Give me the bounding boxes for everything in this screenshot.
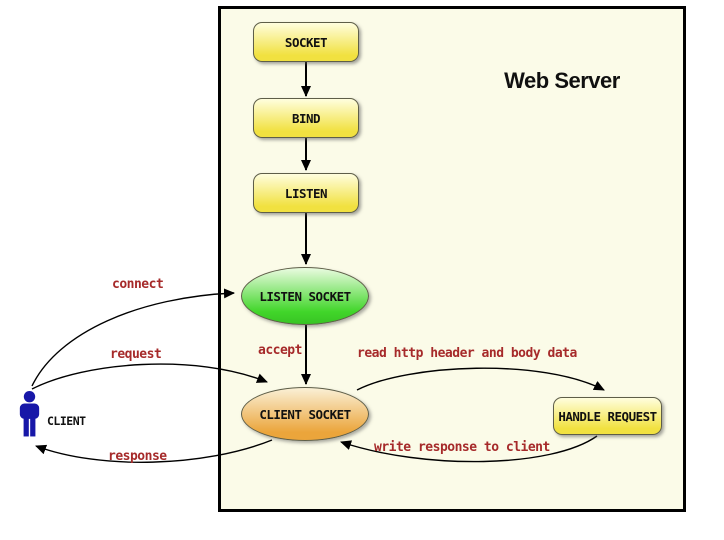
node-socket-label: SOCKET (284, 34, 328, 50)
arrow-connect (31, 288, 235, 387)
node-listen-label: LISTEN (284, 185, 328, 201)
client-actor-label: CLIENT (47, 414, 86, 428)
edge-label-read-http: read http header and body data (357, 346, 577, 361)
edge-label-connect: connect (112, 277, 164, 292)
node-client-socket-label: CLIENT SOCKET (259, 406, 351, 422)
node-handle-request-label: HANDLE REQUEST (558, 408, 657, 424)
arrow-write-response (340, 435, 598, 463)
node-listen: LISTEN (253, 173, 359, 213)
server-title: Web Server (504, 68, 620, 93)
node-client-socket: CLIENT SOCKET (241, 387, 369, 441)
node-listen-socket-label: LISTEN SOCKET (259, 288, 351, 304)
arrow-request (31, 363, 268, 390)
node-handle-request: HANDLE REQUEST (553, 397, 662, 435)
edge-label-request: request (110, 347, 162, 362)
person-icon (19, 391, 40, 437)
arrow-read-http (356, 367, 605, 391)
edge-label-accept: accept (258, 343, 302, 358)
node-listen-socket: LISTEN SOCKET (241, 267, 369, 325)
node-bind: BIND (253, 98, 359, 138)
edge-label-write-response: write response to client (374, 440, 550, 455)
node-bind-label: BIND (291, 110, 321, 126)
arrow-response (35, 439, 273, 463)
node-socket: SOCKET (253, 22, 359, 62)
edge-label-response: response (108, 449, 167, 464)
